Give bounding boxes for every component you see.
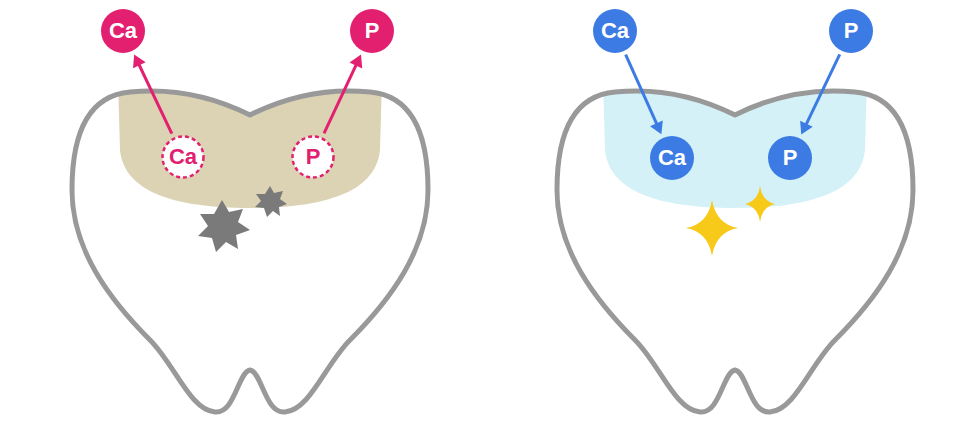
circle-outline	[293, 137, 334, 178]
element-symbol: P	[783, 147, 798, 169]
element-symbol: Ca	[601, 20, 629, 42]
arrow-head	[650, 120, 663, 134]
remineralized-zone	[603, 80, 867, 208]
ion-circle: Ca	[593, 9, 637, 53]
arrow-head	[133, 54, 146, 68]
arrow-head	[350, 55, 363, 69]
flow-arrow	[626, 55, 663, 135]
circle-outline	[768, 136, 812, 180]
right-tooth	[557, 80, 913, 412]
ion-circle: Ca	[101, 9, 145, 53]
arrow-line	[324, 64, 357, 134]
tooth-outline	[557, 91, 913, 412]
element-symbol: P	[306, 146, 321, 168]
circle-outline	[829, 9, 873, 53]
element-symbol: Ca	[109, 20, 137, 42]
demineralized-zone	[118, 80, 382, 208]
sparkle	[745, 186, 775, 222]
element-symbol: Ca	[169, 146, 197, 168]
flow-arrow	[800, 54, 840, 134]
decay-mark	[198, 200, 250, 252]
ion-circle: Ca	[161, 135, 205, 179]
circle-outline	[163, 137, 204, 178]
arrow-line	[806, 54, 840, 125]
circle-outline	[101, 9, 145, 53]
arrow-line	[626, 55, 658, 125]
ion-circle: P	[350, 9, 394, 53]
flow-arrow	[133, 54, 172, 133]
flow-arrow	[324, 55, 362, 134]
circle-outline	[593, 9, 637, 53]
ion-circle: P	[829, 9, 873, 53]
arrow-line	[138, 64, 171, 134]
ion-circle: Ca	[650, 136, 694, 180]
circle-outline	[350, 9, 394, 53]
element-symbol: P	[365, 20, 380, 42]
element-symbol: P	[844, 20, 859, 42]
sparkle	[686, 200, 738, 256]
decay-mark	[255, 186, 287, 217]
ion-circle: P	[291, 135, 335, 179]
arrow-head	[800, 121, 813, 135]
tooth-outline	[72, 91, 428, 412]
element-symbol: Ca	[658, 147, 686, 169]
circle-outline	[650, 136, 694, 180]
ion-circle: P	[768, 136, 812, 180]
left-tooth	[72, 80, 428, 412]
